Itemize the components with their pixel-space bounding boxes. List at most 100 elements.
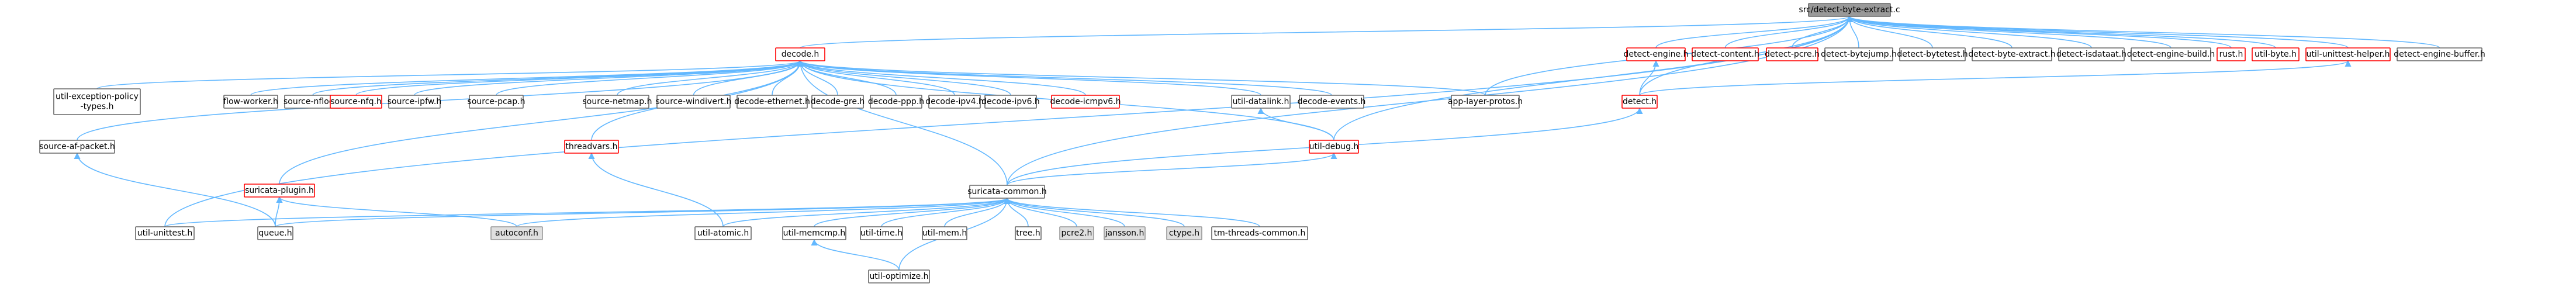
node-source-pcap[interactable]: source-pcap.h — [468, 95, 525, 109]
node-label-detect-engine: detect-engine.h — [1624, 50, 1689, 59]
edge-suricata-common-to-util-time — [881, 197, 1011, 227]
node-detect-pcre[interactable]: detect-pcre.h — [1765, 47, 1820, 61]
node-box-util-unittest — [135, 226, 195, 240]
node-util-atomic[interactable]: util-atomic.h — [694, 226, 752, 240]
node-decode-events[interactable]: decode-events.h — [1298, 95, 1366, 109]
edge-root-to-detect-engine-build — [1846, 15, 2172, 49]
edge-suricata-common-to-util-atomic — [722, 197, 1011, 227]
node-util-datalink[interactable]: util-datalink.h — [1231, 95, 1291, 109]
node-box-detect-isdataat — [2058, 47, 2125, 61]
edge-decode-to-suricata-plugin — [279, 60, 804, 185]
node-label-tm-threads-common: tm-threads-common.h — [1214, 229, 1306, 238]
node-box-decode-icmpv6 — [1051, 95, 1120, 109]
node-label-util-unittest: util-unittest.h — [137, 229, 193, 238]
node-box-detect-engine-buffer — [2397, 47, 2482, 61]
node-util-memcmp[interactable]: util-memcmp.h — [782, 226, 846, 240]
node-label-decode-icmpv6: decode-icmpv6.h — [1050, 97, 1121, 106]
node-label-detect-byte-extract: detect-byte-extract.h — [1968, 50, 2055, 59]
node-util-optimize[interactable]: util-optimize.h — [868, 269, 930, 283]
node-tree[interactable]: tree.h — [1015, 226, 1042, 240]
node-box-tree — [1015, 226, 1042, 240]
node-box-decode-ipv6 — [984, 95, 1037, 109]
node-label-source-af-packet: source-af-packet.h — [39, 142, 115, 151]
node-pcre2[interactable]: pcre2.h — [1059, 226, 1094, 240]
node-label-util-optimize: util-optimize.h — [869, 272, 928, 281]
node-detect-engine-build[interactable]: detect-engine-build.h — [2127, 47, 2215, 61]
node-box-util-exception-policy-types — [53, 88, 141, 115]
node-box-root — [1808, 3, 1891, 17]
node-flow-worker[interactable]: flow-worker.h — [223, 95, 278, 109]
node-decode-ethernet[interactable]: decode-ethernet.h — [734, 95, 810, 109]
edge-decode-to-app-layer-protos — [797, 60, 1486, 96]
node-box-suricata-plugin — [244, 184, 315, 198]
node-label-detect-engine-build: detect-engine-build.h — [2127, 50, 2215, 59]
node-util-byte[interactable]: util-byte.h — [2252, 47, 2300, 61]
node-label-pcre2: pcre2.h — [1061, 229, 1092, 238]
node-decode-icmpv6[interactable]: decode-icmpv6.h — [1050, 95, 1121, 109]
node-source-af-packet[interactable]: source-af-packet.h — [39, 140, 115, 154]
edge-decode-to-decode-ipv6 — [797, 60, 1011, 96]
node-box-source-netmap — [585, 95, 649, 109]
node-detect-bytetest[interactable]: detect-bytetest.h — [1897, 47, 1968, 61]
node-detect-engine-buffer[interactable]: detect-engine-buffer.h — [2394, 47, 2485, 61]
node-app-layer-protos[interactable]: app-layer-protos.h — [1448, 95, 1523, 109]
node-suricata-plugin[interactable]: suricata-plugin.h — [244, 184, 315, 198]
node-source-windivert[interactable]: source-windivert.h — [656, 95, 732, 109]
node-box-rust — [2217, 47, 2246, 61]
node-util-unittest-helper[interactable]: util-unittest-helper.h — [2305, 47, 2391, 61]
node-box-pcre2 — [1059, 226, 1094, 240]
node-detect-isdataat[interactable]: detect-isdataat.h — [2056, 47, 2127, 61]
node-decode-ppp[interactable]: decode-ppp.h — [868, 95, 924, 109]
node-source-netmap[interactable]: source-netmap.h — [583, 95, 652, 109]
edge-decode-to-source-ipfw — [414, 60, 804, 96]
node-label-util-byte: util-byte.h — [2255, 50, 2297, 59]
node-label-jansson: jansson.h — [1105, 229, 1144, 238]
node-label-util-time: util-time.h — [860, 229, 903, 238]
node-threadvars[interactable]: threadvars.h — [564, 140, 619, 154]
node-queue[interactable]: queue.h — [257, 226, 293, 240]
node-detect-engine[interactable]: detect-engine.h — [1624, 47, 1689, 61]
edge-detect-engine-to-detect — [1639, 60, 1659, 96]
node-box-detect-engine — [1626, 47, 1686, 61]
node-label-source-netmap: source-netmap.h — [583, 97, 652, 106]
node-source-nfq[interactable]: source-nfq.h — [330, 95, 382, 109]
edge-decode-to-flow-worker — [250, 60, 804, 96]
node-root: src/detect-byte-extract.c — [1799, 3, 1900, 17]
node-util-time[interactable]: util-time.h — [860, 226, 903, 240]
edge-root-to-detect-content — [1724, 15, 1853, 49]
node-suricata-common[interactable]: suricata-common.h — [967, 185, 1047, 199]
node-tm-threads-common[interactable]: tm-threads-common.h — [1211, 226, 1308, 240]
node-label-queue: queue.h — [258, 229, 292, 238]
node-rust[interactable]: rust.h — [2217, 47, 2246, 61]
node-source-ipfw[interactable]: source-ipfw.h — [388, 95, 442, 109]
edge-layer — [74, 15, 2440, 271]
node-decode-ipv4[interactable]: decode-ipv4.h — [925, 95, 984, 109]
node-box-detect-byte-extract — [1972, 47, 2052, 61]
node-label-detect-bytejump: detect-bytejump.h — [1821, 50, 1897, 59]
node-util-debug[interactable]: util-debug.h — [1309, 140, 1359, 154]
node-box-decode-events — [1299, 95, 1364, 109]
node-util-mem[interactable]: util-mem.h — [922, 226, 967, 240]
edge-root-to-detect-engine-buffer — [1846, 15, 2440, 49]
node-detect[interactable]: detect.h — [1621, 95, 1658, 109]
node-util-exception-policy-types[interactable]: util-exception-policy-types.h — [53, 88, 141, 115]
node-autoconf[interactable]: autoconf.h — [490, 226, 543, 240]
edge-root-to-detect-byte-extract — [1846, 15, 2013, 49]
node-decode-ipv6[interactable]: decode-ipv6.h — [981, 95, 1040, 109]
node-detect-bytejump[interactable]: detect-bytejump.h — [1821, 47, 1897, 61]
edge-source-af-packet-to-queue — [74, 152, 276, 227]
node-decode[interactable]: decode.h — [775, 47, 825, 61]
node-label-decode-ipv4: decode-ipv4.h — [925, 97, 984, 106]
node-box-tm-threads-common — [1211, 226, 1308, 240]
node-ctype[interactable]: ctype.h — [1166, 226, 1202, 240]
node-detect-content[interactable]: detect-content.h — [1691, 47, 1759, 61]
node-box-detect — [1621, 95, 1658, 109]
node-decode-gre[interactable]: decode-gre.h — [811, 95, 865, 109]
node-label-util-unittest-helper: util-unittest-helper.h — [2307, 50, 2390, 59]
node-label-decode: decode.h — [782, 50, 820, 59]
node-box-decode — [775, 47, 825, 61]
node-detect-byte-extract[interactable]: detect-byte-extract.h — [1968, 47, 2056, 61]
node-jansson[interactable]: jansson.h — [1104, 226, 1146, 240]
node-util-unittest[interactable]: util-unittest.h — [135, 226, 195, 240]
node-label-app-layer-protos: app-layer-protos.h — [1448, 97, 1523, 106]
